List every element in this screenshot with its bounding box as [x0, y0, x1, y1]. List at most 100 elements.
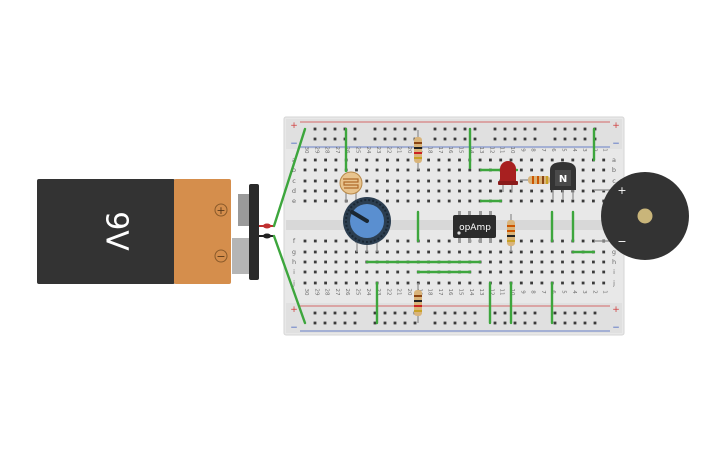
hole-g13[interactable]	[478, 250, 482, 254]
hole-g9[interactable]	[519, 250, 523, 254]
hole-j2[interactable]	[592, 281, 595, 285]
hole-b25[interactable]	[355, 168, 358, 172]
hole-g12[interactable]	[489, 250, 492, 254]
hole-i5[interactable]	[561, 270, 564, 274]
rail-hole-0-1[interactable]	[323, 127, 327, 131]
hole-c23[interactable]	[375, 179, 379, 183]
rail-hole-1-13[interactable]	[463, 137, 467, 141]
rail-hole-3-6[interactable]	[383, 321, 387, 325]
rail-hole-2-17[interactable]	[513, 311, 517, 315]
hole-d6[interactable]	[550, 189, 554, 193]
hole-h9[interactable]	[519, 260, 523, 264]
hole-e20[interactable]	[406, 199, 410, 203]
hole-h25[interactable]	[355, 260, 358, 264]
hole-i25[interactable]	[355, 270, 358, 274]
hole-j14[interactable]	[468, 281, 472, 285]
rail-hole-0-7[interactable]	[393, 127, 397, 131]
hole-j25[interactable]	[355, 281, 358, 285]
hole-a28[interactable]	[324, 158, 327, 162]
rail-hole-0-21[interactable]	[563, 127, 567, 131]
hole-h8[interactable]	[530, 260, 533, 264]
rail-hole-0-22[interactable]	[573, 127, 577, 131]
hole-g20[interactable]	[406, 250, 410, 254]
hole-i29[interactable]	[313, 270, 317, 274]
hole-b28[interactable]	[324, 168, 327, 172]
rail-hole-1-12[interactable]	[453, 137, 457, 141]
rail-hole-3-21[interactable]	[563, 321, 567, 325]
hole-f22[interactable]	[386, 239, 389, 243]
rail-hole-0-14[interactable]	[473, 127, 477, 131]
hole-f18[interactable]	[427, 239, 430, 243]
hole-b16[interactable]	[447, 168, 451, 172]
rail-hole-2-6[interactable]	[383, 311, 387, 315]
hole-j22[interactable]	[386, 281, 389, 285]
hole-b8[interactable]	[530, 168, 533, 172]
hole-e8[interactable]	[530, 199, 533, 203]
hole-c3[interactable]	[581, 179, 585, 183]
hole-i10[interactable]	[509, 270, 513, 274]
rail-hole-3-3[interactable]	[343, 321, 347, 325]
rail-hole-1-18[interactable]	[523, 137, 527, 141]
hole-j28[interactable]	[324, 281, 327, 285]
hole-j5[interactable]	[561, 281, 564, 285]
rail-hole-1-2[interactable]	[333, 137, 337, 141]
hole-i23[interactable]	[375, 270, 379, 274]
battery-connector[interactable]	[249, 184, 259, 280]
rail-hole-2-20[interactable]	[553, 311, 557, 315]
hole-j1[interactable]	[602, 281, 606, 285]
hole-f21[interactable]	[396, 239, 400, 243]
hole-e30[interactable]	[303, 199, 307, 203]
hole-c21[interactable]	[396, 179, 400, 183]
hole-f29[interactable]	[313, 239, 317, 243]
hole-a12[interactable]	[489, 158, 492, 162]
rail-hole-2-22[interactable]	[573, 311, 577, 315]
rail-hole-3-19[interactable]	[533, 321, 537, 325]
hole-i13[interactable]	[478, 270, 482, 274]
hole-a21[interactable]	[396, 158, 400, 162]
hole-g19[interactable]	[416, 250, 420, 254]
hole-i6[interactable]	[550, 270, 554, 274]
hole-j17[interactable]	[437, 281, 441, 285]
hole-d23[interactable]	[375, 189, 379, 193]
hole-e27[interactable]	[334, 199, 338, 203]
rail-hole-2-12[interactable]	[453, 311, 457, 315]
hole-d15[interactable]	[458, 189, 461, 193]
hole-c19[interactable]	[416, 179, 420, 183]
photoresistor[interactable]	[339, 171, 363, 202]
hole-b27[interactable]	[334, 168, 338, 172]
rail-hole-2-10[interactable]	[433, 311, 437, 315]
hole-c16[interactable]	[447, 179, 451, 183]
rail-hole-0-0[interactable]	[313, 127, 317, 131]
rail-hole-3-11[interactable]	[443, 321, 447, 325]
rail-hole-3-4[interactable]	[353, 321, 357, 325]
rail-hole-0-11[interactable]	[443, 127, 447, 131]
hole-i20[interactable]	[406, 270, 410, 274]
hole-h1[interactable]	[602, 260, 606, 264]
rail-hole-2-13[interactable]	[463, 311, 467, 315]
hole-i22[interactable]	[386, 270, 389, 274]
hole-d27[interactable]	[334, 189, 338, 193]
rail-hole-3-0[interactable]	[313, 321, 317, 325]
hole-c1[interactable]	[602, 179, 606, 183]
battery-9v[interactable]: 9V + −	[37, 179, 274, 284]
hole-a7[interactable]	[540, 158, 544, 162]
rail-hole-1-22[interactable]	[573, 137, 577, 141]
rail-hole-0-2[interactable]	[333, 127, 337, 131]
hole-c13[interactable]	[478, 179, 482, 183]
rail-hole-3-13[interactable]	[463, 321, 467, 325]
hole-e7[interactable]	[540, 199, 544, 203]
hole-e18[interactable]	[427, 199, 430, 203]
hole-d20[interactable]	[406, 189, 410, 193]
rail-hole-3-8[interactable]	[403, 321, 407, 325]
hole-f20[interactable]	[406, 239, 410, 243]
hole-f3[interactable]	[581, 239, 585, 243]
hole-c18[interactable]	[427, 179, 430, 183]
hole-h5[interactable]	[561, 260, 564, 264]
rail-hole-0-5[interactable]	[373, 127, 377, 131]
resistor-bottom[interactable]	[414, 283, 422, 323]
rail-hole-3-2[interactable]	[333, 321, 337, 325]
hole-h6[interactable]	[550, 260, 554, 264]
transistor-npn[interactable]: N	[550, 162, 576, 200]
hole-b15[interactable]	[458, 168, 461, 172]
hole-g18[interactable]	[427, 250, 430, 254]
